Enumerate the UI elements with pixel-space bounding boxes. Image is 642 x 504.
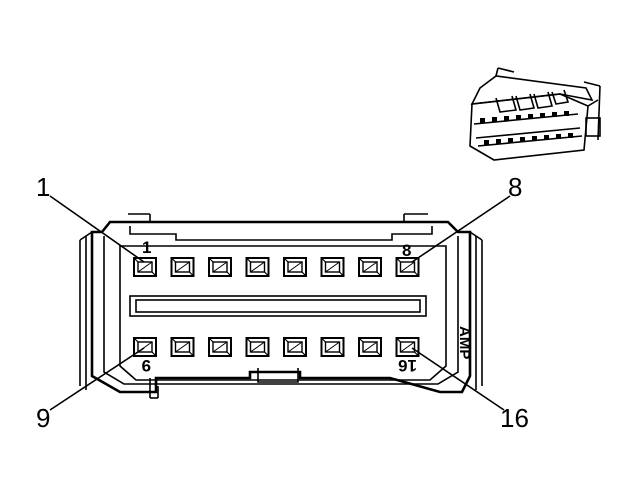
pin-row-top xyxy=(133,257,420,277)
pin-cavity-8 xyxy=(395,257,420,277)
pin-cavity-13 xyxy=(283,337,307,357)
connector-isometric-inset xyxy=(469,67,601,161)
callout-label-1: 1 xyxy=(36,172,50,202)
callout-label-8: 8 xyxy=(508,172,522,202)
housing-mark-pin-1: 1 xyxy=(142,238,151,257)
housing-mark-pin-8: 8 xyxy=(402,241,411,260)
pin-cavity-10 xyxy=(170,337,195,357)
leader-line-8 xyxy=(411,195,511,263)
pin-cavity-3 xyxy=(208,257,232,277)
pin-cavity-1 xyxy=(133,257,157,277)
leader-line-16 xyxy=(411,347,505,411)
pin-cavity-4 xyxy=(245,257,270,277)
pin-cavity-14 xyxy=(320,337,345,357)
pin-cavity-6 xyxy=(320,257,345,277)
pin-cavity-2 xyxy=(170,257,195,277)
callout-label-9: 9 xyxy=(36,403,50,433)
pin-cavity-12 xyxy=(245,337,270,357)
callout-label-16: 16 xyxy=(500,403,529,433)
pin-cavity-11 xyxy=(208,337,232,357)
connector-face-view: 1 8 9 16 AMP xyxy=(79,213,483,399)
pin-cavity-16 xyxy=(395,337,420,357)
housing-mark-pin-9: 9 xyxy=(142,356,151,375)
pin-cavity-5 xyxy=(283,257,307,277)
brand-mark: AMP xyxy=(456,326,473,359)
callouts: 1 8 9 16 xyxy=(36,172,529,433)
pin-cavity-7 xyxy=(358,257,382,277)
pin-cavity-15 xyxy=(358,337,382,357)
housing-mark-pin-16: 16 xyxy=(398,356,417,375)
leader-line-1 xyxy=(49,195,145,263)
leader-line-9 xyxy=(49,347,145,411)
pin-row-bottom xyxy=(133,337,420,357)
